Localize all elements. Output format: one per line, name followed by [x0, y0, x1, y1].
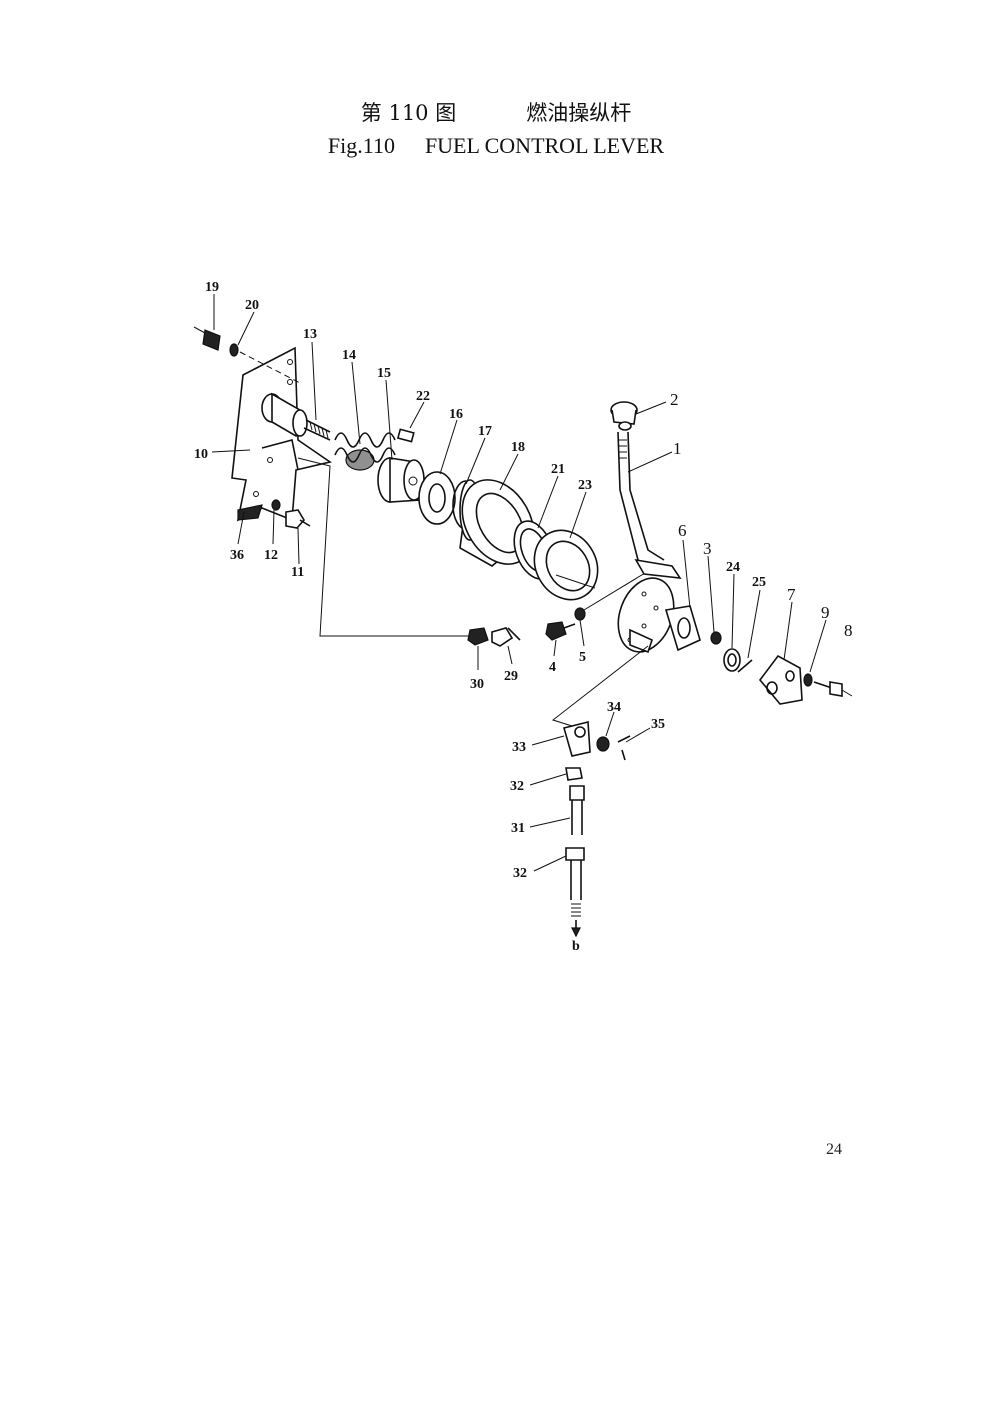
figure-name-cn: 燃油操纵杆	[526, 101, 632, 125]
pin-25	[737, 659, 753, 673]
callout-35: 35	[651, 717, 665, 732]
connector-line-b	[583, 569, 651, 611]
callout-32-upper: 32	[510, 779, 524, 794]
nut-3	[710, 631, 722, 645]
callout-36: 36	[230, 548, 244, 563]
collar-15	[377, 457, 425, 503]
connector-line-c	[551, 645, 649, 727]
callout-1: 1	[673, 439, 682, 458]
callout-9: 9	[821, 603, 830, 622]
callout-7: 7	[787, 585, 796, 604]
pin-35	[617, 735, 631, 761]
housing-7	[758, 654, 803, 705]
spring-14	[334, 432, 396, 471]
bolt-29	[491, 627, 521, 647]
figure-name-en: FUEL CONTROL LEVER	[424, 133, 665, 158]
callout-34: 34	[607, 700, 621, 715]
callout-21: 21	[551, 462, 565, 477]
callout-5: 5	[579, 650, 586, 665]
callout-10: 10	[194, 447, 208, 462]
rod-end-33	[563, 720, 591, 757]
callout-17: 17	[478, 424, 492, 439]
leader-lines	[211, 294, 827, 872]
knob-2	[610, 401, 638, 431]
callout-30: 30	[470, 677, 484, 692]
callout-22: 22	[416, 389, 430, 404]
callout-6: 6	[678, 521, 687, 540]
nut-34	[596, 736, 610, 752]
callout-33: 33	[512, 740, 526, 755]
callout-23: 23	[578, 478, 592, 493]
callout-14: 14	[342, 348, 356, 363]
washer-24	[723, 648, 741, 672]
shaft-13	[261, 392, 331, 441]
callout-2: 2	[670, 390, 679, 409]
callout-8: 8	[844, 621, 853, 640]
callout-31: 31	[511, 821, 525, 836]
callout-12: 12	[264, 548, 278, 563]
connector-line-a	[297, 457, 472, 637]
callout-b: b	[572, 939, 580, 954]
callout-24: 24	[726, 560, 740, 575]
figure-title-english: Fig.110 FUEL CONTROL LEVER	[0, 133, 992, 159]
figure-number-en: Fig.110	[327, 133, 395, 158]
callout-numbers: 19 20 13 14 15 22 16 17 18 21 23 2 1 10 …	[194, 280, 853, 954]
callout-11: 11	[291, 565, 304, 580]
rod-31	[569, 785, 585, 835]
callout-19: 19	[205, 280, 219, 295]
callout-20: 20	[245, 298, 259, 313]
bolt-8	[813, 681, 853, 697]
callout-25: 25	[752, 575, 766, 590]
figure-number-cn: 第 110 图	[360, 101, 457, 125]
bolt-4	[545, 621, 576, 641]
washer-9	[803, 673, 813, 687]
callout-18: 18	[511, 440, 525, 455]
figure-title-chinese: 第 110 图 燃油操纵杆	[0, 97, 992, 127]
seal-23	[533, 529, 599, 601]
callout-32-lower: 32	[513, 866, 527, 881]
nut-30	[467, 627, 489, 646]
washer-5	[574, 607, 586, 621]
callout-16: 16	[449, 407, 463, 422]
nut-32-lower	[565, 847, 585, 938]
page-number: 24	[826, 1141, 842, 1158]
bolt-11	[271, 499, 311, 529]
nut-32-upper	[565, 767, 583, 781]
plate-6	[617, 577, 701, 654]
washer-16	[418, 471, 456, 525]
callout-29: 29	[504, 669, 518, 684]
callout-3: 3	[703, 539, 712, 558]
callout-15: 15	[377, 366, 391, 381]
callout-4: 4	[549, 660, 556, 675]
bolt-19	[193, 326, 303, 385]
lever-1	[617, 431, 682, 579]
key-22	[396, 428, 415, 443]
callout-13: 13	[303, 327, 317, 342]
